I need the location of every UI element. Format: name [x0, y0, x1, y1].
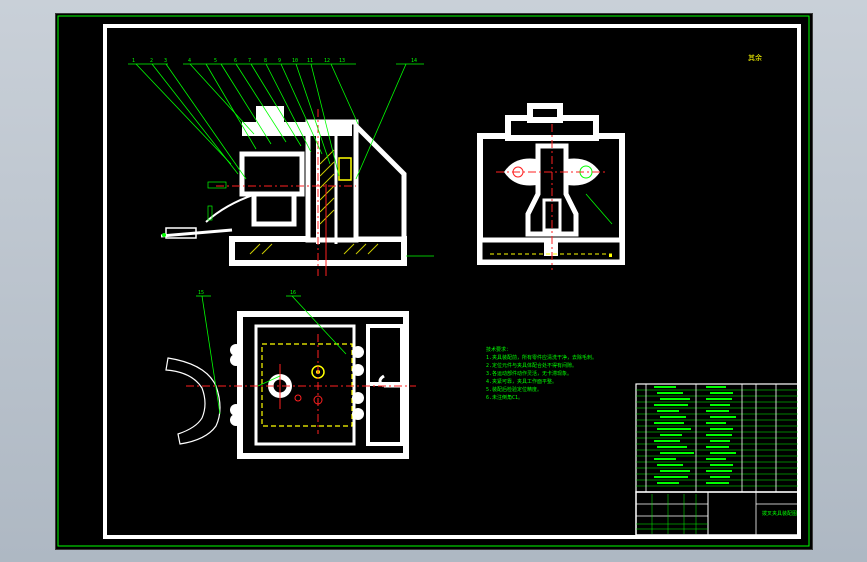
part-label: 6 [234, 58, 237, 64]
parts-cell-mark [710, 440, 730, 442]
plan-view: 15 16 [165, 290, 416, 459]
part-label: 15 [198, 290, 204, 296]
parts-cell-mark [660, 470, 690, 472]
parts-cell-mark [710, 392, 733, 394]
parts-cell-mark [657, 482, 679, 484]
part-label: 14 [411, 58, 417, 64]
parts-cell-mark [710, 428, 733, 430]
parts-cell-mark [657, 446, 687, 448]
parts-cell-mark [710, 404, 730, 406]
parts-cell-mark [706, 398, 732, 400]
tech-note: 5.装配后检验定位精度。 [486, 386, 542, 393]
part-label: 16 [290, 290, 296, 296]
parts-cell-mark [710, 464, 733, 466]
part-label: 8 [264, 58, 267, 64]
corner-mark: 其余 [748, 53, 762, 62]
parts-cell-mark [706, 386, 726, 388]
part-label: 7 [248, 58, 251, 64]
parts-cell-mark [654, 422, 684, 424]
tech-notes: 技术要求： 1.夹具装配前，所有零件应清洗干净，去除毛刺。 2.定位元件与夹具体… [486, 346, 597, 401]
parts-cell-mark [706, 482, 729, 484]
parts-cell-mark [706, 458, 726, 460]
parts-cell-mark [654, 458, 676, 460]
parts-cell-mark [710, 452, 736, 454]
tech-note: 3.各运动部件动作灵活，无卡滞现象。 [486, 370, 572, 377]
parts-list [635, 383, 799, 493]
parts-cell-mark [657, 428, 691, 430]
part-label: 3 [164, 58, 167, 64]
parts-cell-mark [660, 416, 686, 418]
parts-cell-mark [657, 392, 683, 394]
front-view: 1 2 3 4 5 6 7 8 9 10 11 12 13 14 [128, 58, 434, 276]
part-label: 12 [324, 58, 330, 64]
outer-frame [57, 15, 810, 547]
part-label: 10 [292, 58, 298, 64]
parts-cell-mark [710, 416, 736, 418]
parts-cell-mark [710, 476, 730, 478]
parts-cell-mark [654, 440, 680, 442]
part-label: 4 [188, 58, 191, 64]
parts-cell-mark [654, 476, 688, 478]
part-label: 13 [339, 58, 345, 64]
parts-cell-mark [706, 470, 732, 472]
parts-cell-mark [657, 464, 683, 466]
parts-cell-mark [706, 422, 726, 424]
parts-cell-mark [654, 404, 688, 406]
part-label: 2 [150, 58, 153, 64]
side-view [477, 103, 625, 270]
parts-cell-mark [660, 452, 694, 454]
parts-cell-mark [660, 398, 690, 400]
drawing-border [103, 24, 801, 539]
tech-note: 1.夹具装配前，所有零件应清洗干净，去除毛刺。 [486, 354, 597, 361]
cad-drawing: 其余 [57, 15, 810, 547]
parts-cell-mark [660, 434, 682, 436]
title-block: 拨叉夹具装配图 [635, 491, 799, 536]
part-label: 1 [132, 58, 135, 64]
title-text: 拨叉夹具装配图 [762, 510, 797, 517]
parts-cell-mark [706, 446, 729, 448]
parts-cell-mark [706, 410, 729, 412]
tech-note: 4.夹紧可靠，夹具工作面平整。 [486, 378, 557, 385]
parts-cell-mark [706, 434, 732, 436]
tech-note: 6.未注倒角C1。 [486, 394, 523, 401]
drawing-viewport[interactable]: 其余 [55, 13, 813, 550]
part-label: 11 [307, 58, 313, 64]
parts-cell-mark [654, 386, 676, 388]
part-label: 5 [214, 58, 217, 64]
tech-note: 2.定位元件与夹具体配合处不得有间隙。 [486, 362, 577, 369]
part-label: 9 [278, 58, 281, 64]
parts-cell-mark [657, 410, 679, 412]
tech-note: 技术要求： [486, 346, 511, 353]
